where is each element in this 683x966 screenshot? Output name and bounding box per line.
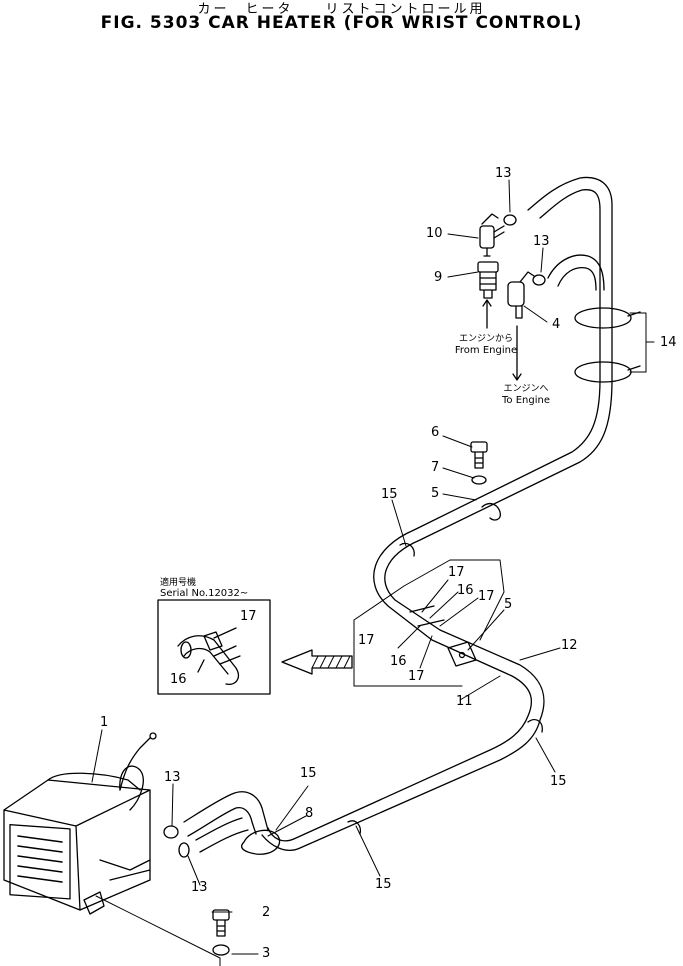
heater-tube-secondary: [547, 254, 605, 291]
hose-clamps-13: [163, 214, 546, 858]
callout-17: 17: [358, 633, 375, 648]
callout-16: 16: [170, 672, 187, 687]
callout-17: 17: [240, 609, 257, 624]
callout-13: 13: [533, 234, 550, 249]
callout-13: 13: [495, 166, 512, 181]
flow-arrows: [482, 299, 522, 381]
heater-unit: [3, 732, 157, 915]
figure-title: FIG. 5303 CAR HEATER (FOR WRIST CONTROL): [100, 13, 583, 33]
callout-16: 16: [390, 654, 407, 669]
callout-8: 8: [305, 806, 314, 821]
tube-bands: [241, 503, 543, 855]
callout-7: 7: [431, 460, 440, 475]
figure-title-japanese: カー ヒータ リストコントロール用: [197, 2, 486, 17]
callout-15: 15: [550, 774, 567, 789]
callout-10: 10: [426, 226, 443, 241]
note-from-engine: From Engine: [454, 345, 518, 356]
note-to-engine-jp: エンジンへ: [503, 384, 549, 394]
detail-pointer-arrow: [281, 649, 353, 675]
detail-inset: [157, 599, 271, 695]
callout-12: 12: [561, 638, 578, 653]
callout-15: 15: [381, 487, 398, 502]
bracket-5: [409, 605, 477, 667]
bolt-6: [470, 441, 488, 469]
callout-6: 6: [431, 425, 440, 440]
heater-hoses: [183, 791, 269, 853]
washer-3: [212, 944, 230, 956]
callout-4: 4: [552, 317, 561, 332]
note-from-engine-jp: エンジンから: [458, 334, 513, 344]
valve-4: [507, 271, 535, 319]
callout-13: 13: [191, 880, 208, 895]
callout-17: 17: [448, 565, 465, 580]
callout-1: 1: [100, 715, 109, 730]
note-to-engine: To Engine: [502, 395, 550, 406]
washer-7: [471, 475, 487, 485]
callout-3: 3: [262, 946, 271, 961]
callout-15: 15: [375, 877, 392, 892]
tube-clamps-14: [574, 307, 655, 383]
note-serial: Serial No.12032~: [160, 588, 249, 599]
callout-17: 17: [478, 589, 495, 604]
callout-5: 5: [504, 597, 513, 612]
heater-tube-main: [261, 176, 613, 851]
valve-10: [479, 213, 505, 257]
callout-16: 16: [457, 583, 474, 598]
bolt-2: [212, 909, 230, 937]
callout-11: 11: [456, 694, 473, 709]
callout-5: 5: [431, 486, 440, 501]
callout-13: 13: [164, 770, 181, 785]
callout-9: 9: [434, 270, 443, 285]
fitting-9: [477, 261, 499, 299]
note-serial-jp: 適用号機: [160, 578, 197, 588]
callout-14: 14: [660, 335, 677, 350]
callout-15: 15: [300, 766, 317, 781]
callout-2: 2: [262, 905, 271, 920]
callout-17: 17: [408, 669, 425, 684]
leader-lines: [91, 179, 561, 966]
